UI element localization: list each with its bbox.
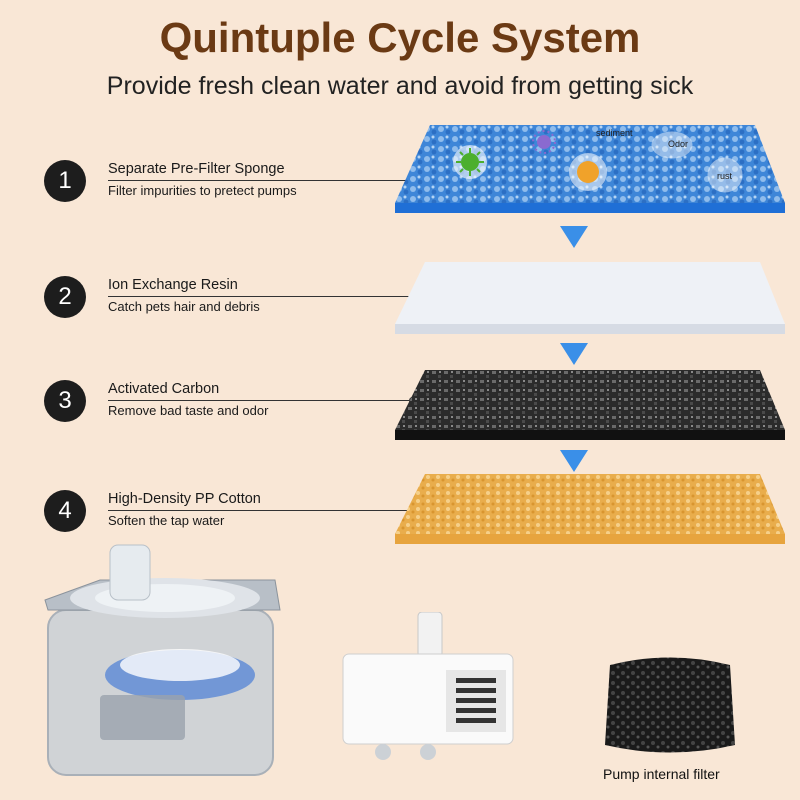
step-label: Ion Exchange Resin (108, 277, 238, 293)
pump-filter-sponge-image (600, 650, 740, 765)
flow-arrow-icon (560, 226, 588, 253)
pp-cotton-filter-layer (395, 474, 790, 548)
virus-icon (532, 130, 556, 154)
step-2: 2 Ion Exchange Resin Catch pets hair and… (0, 276, 420, 336)
leader-line (108, 510, 413, 511)
leader-line (108, 180, 413, 181)
rust-bubble-icon (706, 156, 744, 194)
resin-filter-layer (395, 262, 790, 336)
step-number-badge: 3 (44, 380, 86, 422)
page-subtitle: Provide fresh clean water and avoid from… (106, 72, 694, 100)
step-label: Separate Pre-Filter Sponge (108, 161, 285, 177)
odor-bubble-icon (650, 130, 694, 160)
flow-arrow-icon (560, 343, 588, 370)
step-description: Catch pets hair and debris (108, 299, 260, 314)
sediment-particle-icon (568, 152, 608, 192)
page-title: Quintuple Cycle System (159, 14, 641, 61)
step-description: Filter impurities to pretect pumps (108, 183, 297, 198)
step-number-badge: 2 (44, 276, 86, 318)
step-1: 1 Separate Pre-Filter Sponge Filter impu… (0, 160, 420, 220)
rust-label: rust (717, 171, 733, 181)
sediment-label: sediment (596, 128, 633, 138)
water-pump-image (338, 611, 518, 767)
step-description: Remove bad taste and odor (108, 403, 269, 418)
leader-line (108, 296, 413, 297)
step-description: Soften the tap water (108, 513, 225, 528)
carbon-filter-layer (395, 370, 790, 442)
step-number-badge: 4 (44, 490, 86, 532)
bacteria-icon (452, 144, 488, 180)
flow-arrow-icon (560, 450, 588, 477)
water-fountain-image (40, 540, 290, 785)
step-label: High-Density PP Cotton (108, 491, 261, 507)
odor-label: Odor (668, 139, 689, 149)
step-number-badge: 1 (44, 160, 86, 202)
step-label: Activated Carbon (108, 381, 220, 397)
leader-line (108, 400, 413, 401)
pump-filter-caption: Pump internal filter (603, 766, 720, 782)
step-3: 3 Activated Carbon Remove bad taste and … (0, 380, 420, 440)
step-4: 4 High-Density PP Cotton Soften the tap … (0, 490, 420, 550)
